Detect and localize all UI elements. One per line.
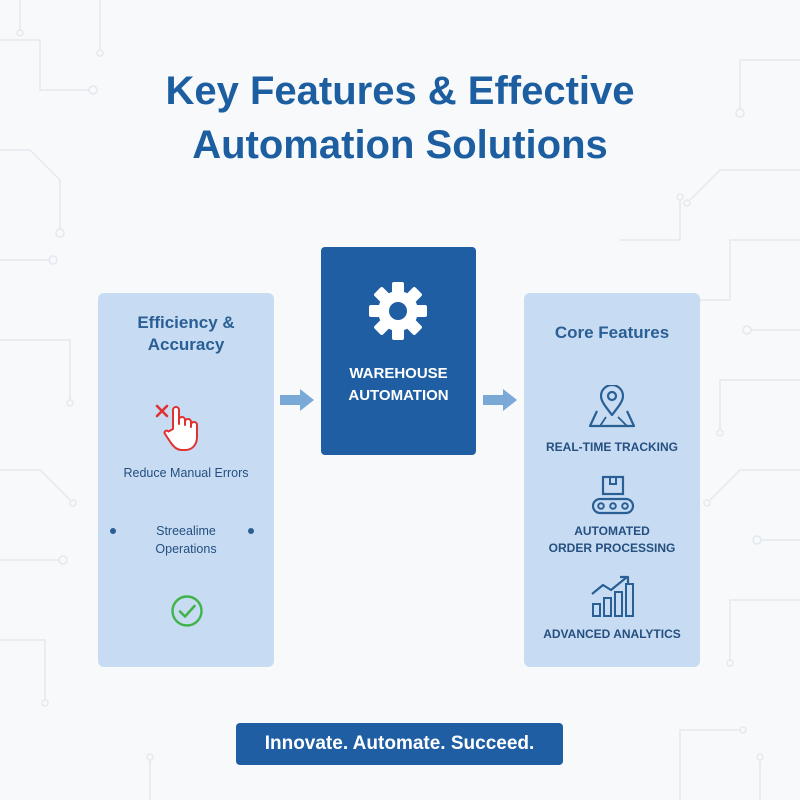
automated-order-processing-label: AUTOMATED ORDER PROCESSING bbox=[524, 523, 700, 557]
streamline-line-2: Operations bbox=[155, 542, 217, 556]
streamline-operations-label: Streealime Operations bbox=[98, 522, 274, 558]
efficiency-accuracy-panel: Efficiency & Accuracy Reduce Manual Erro… bbox=[98, 293, 274, 667]
page-title: Key Features & Effective Automation Solu… bbox=[0, 64, 800, 172]
feature2-line-1: AUTOMATED bbox=[574, 524, 650, 538]
streamline-line-1: Streealime bbox=[156, 524, 216, 538]
arrow-right-icon bbox=[280, 389, 314, 411]
reduce-manual-errors-label: Reduce Manual Errors bbox=[123, 466, 249, 480]
advanced-analytics-label: ADVANCED ANALYTICS bbox=[543, 627, 681, 641]
bullet-dot-right bbox=[248, 528, 254, 534]
left-heading-line-1: Efficiency & bbox=[137, 313, 235, 332]
red-x-icon bbox=[155, 404, 169, 418]
efficiency-accuracy-heading: Efficiency & Accuracy bbox=[98, 312, 274, 356]
feature2-line-2: ORDER PROCESSING bbox=[548, 541, 676, 555]
location-pin-map-icon bbox=[588, 385, 636, 428]
check-circle-icon bbox=[171, 595, 203, 627]
core-features-panel: Core Features REAL-TIME TRACKING AUTOMAT… bbox=[524, 293, 700, 667]
arrow-right-icon bbox=[483, 389, 517, 411]
title-line-2: Automation Solutions bbox=[192, 123, 608, 167]
warehouse-automation-label: WAREHOUSE AUTOMATION bbox=[321, 363, 476, 407]
left-heading-line-2: Accuracy bbox=[147, 335, 225, 354]
hub-label-line-1: WAREHOUSE bbox=[349, 365, 448, 382]
title-line-1: Key Features & Effective bbox=[165, 69, 635, 113]
gear-icon bbox=[369, 282, 427, 340]
core-features-heading: Core Features bbox=[554, 323, 670, 342]
real-time-tracking-label: REAL-TIME TRACKING bbox=[546, 440, 678, 454]
pointer-hand-icon bbox=[163, 406, 198, 451]
conveyor-box-icon bbox=[591, 475, 635, 515]
tagline-banner: Innovate. Automate. Succeed. bbox=[236, 723, 563, 765]
warehouse-automation-hub: WAREHOUSE AUTOMATION bbox=[321, 247, 476, 455]
hub-label-line-2: AUTOMATION bbox=[348, 387, 449, 404]
bullet-dot-left bbox=[110, 528, 116, 534]
growth-chart-icon bbox=[591, 575, 634, 617]
reduce-errors-icon bbox=[155, 404, 198, 451]
